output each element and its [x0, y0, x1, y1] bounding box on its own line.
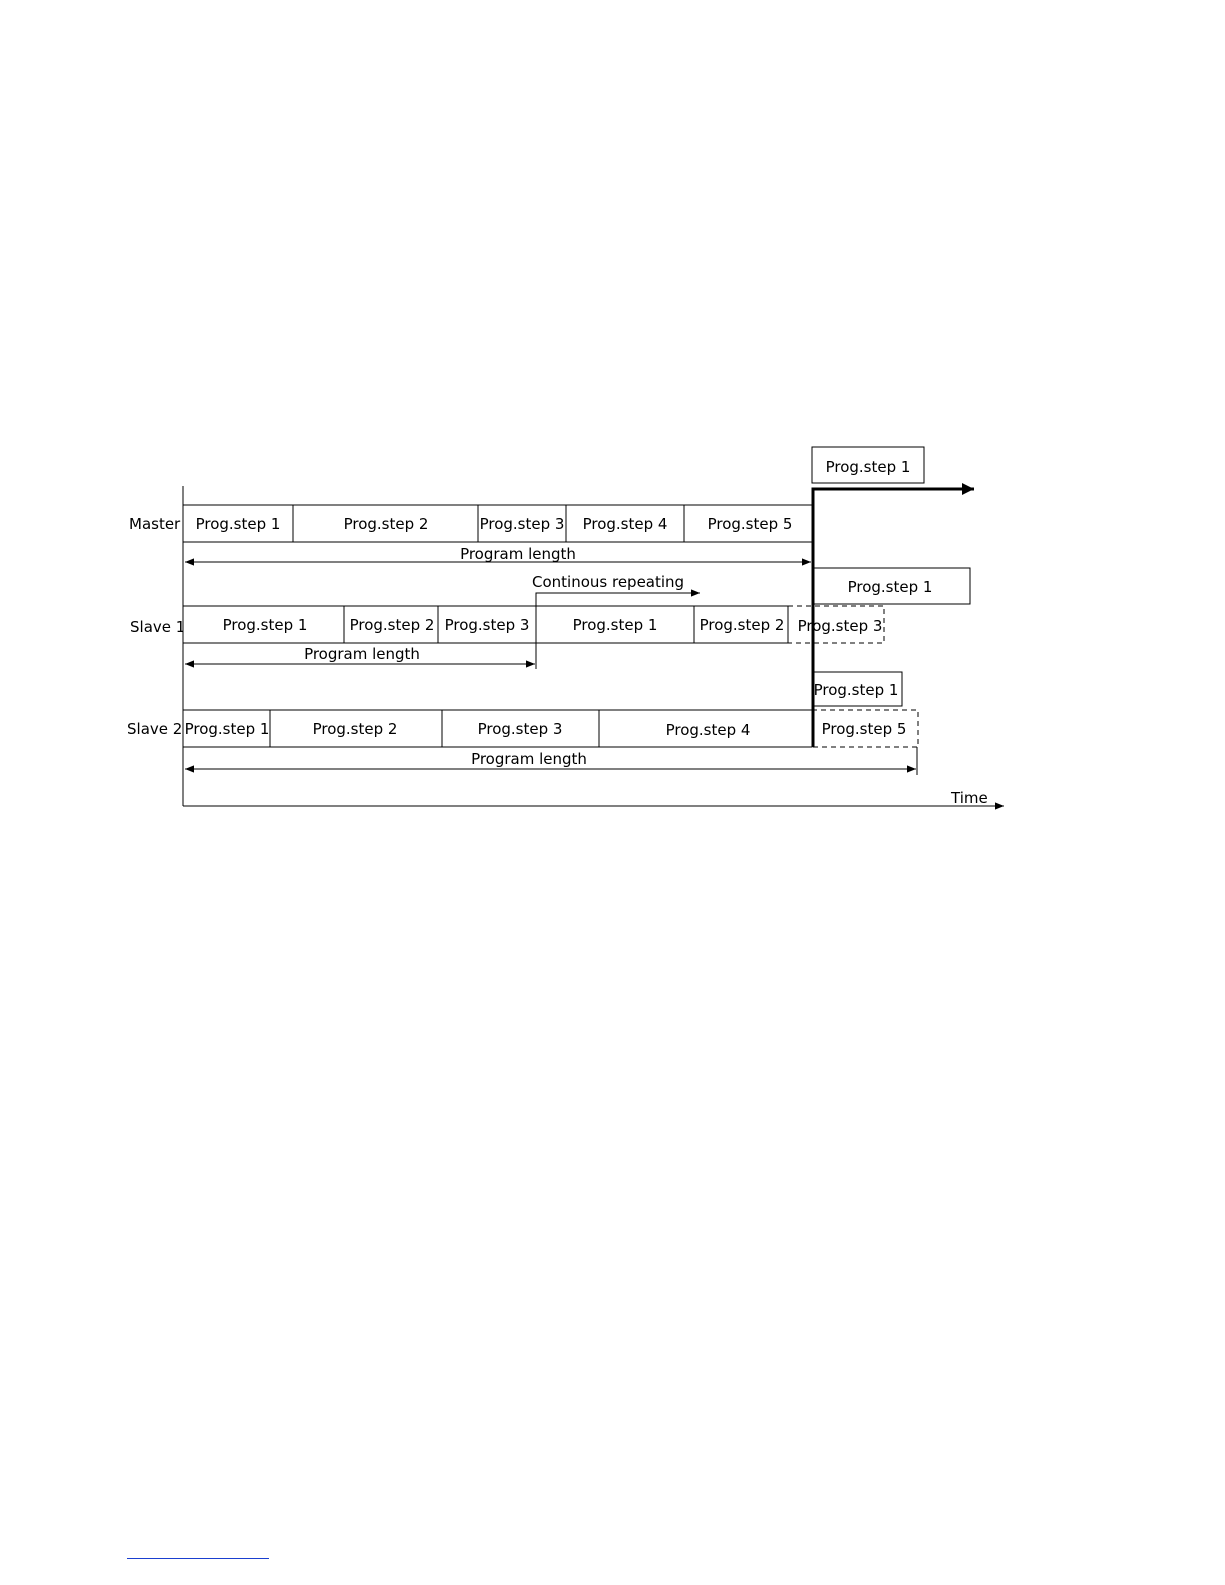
master-next-step-box — [811, 446, 925, 484]
step-label: Prog.step 3 — [798, 617, 883, 635]
step-label: Prog.step 1 — [826, 458, 911, 476]
repeat-label: Continous repeating — [532, 573, 684, 591]
master-sync-line — [811, 483, 974, 747]
slave2-partial-step-box — [811, 709, 919, 748]
step-label: Prog.step 2 — [313, 720, 398, 738]
slave1-track — [182, 605, 789, 644]
footnote-separator — [127, 1558, 269, 1559]
slave2-next-step-box — [811, 671, 903, 707]
step-label: Prog.step 3 — [478, 720, 563, 738]
step-label: Prog.step 1 — [573, 616, 658, 634]
step-label: Prog.step 1 — [185, 720, 270, 738]
slave1-next-step-box — [812, 567, 971, 605]
length-label: Program length — [304, 645, 420, 663]
row-label-slave2: Slave 2 — [127, 720, 182, 738]
row-label-slave1: Slave 1 — [130, 618, 185, 636]
step-label: Prog.step 5 — [708, 515, 793, 533]
step-label: Prog.step 2 — [700, 616, 785, 634]
step-label: Prog.step 1 — [196, 515, 281, 533]
step-label: Prog.step 1 — [814, 681, 899, 699]
time-axis-label: Time — [950, 789, 988, 807]
step-label: Prog.step 3 — [445, 616, 530, 634]
length-label: Program length — [471, 750, 587, 768]
step-label: Prog.step 4 — [666, 721, 751, 739]
step-label: Prog.step 1 — [223, 616, 308, 634]
step-label: Prog.step 1 — [848, 578, 933, 596]
step-label: Prog.step 2 — [344, 515, 429, 533]
step-label: Prog.step 2 — [350, 616, 435, 634]
slave1-partial-step-box — [787, 605, 885, 644]
step-label: Prog.step 5 — [822, 720, 907, 738]
length-label: Program length — [460, 545, 576, 563]
master-track — [182, 504, 814, 543]
step-label: Prog.step 4 — [583, 515, 668, 533]
step-label: Prog.step 3 — [480, 515, 565, 533]
continuous-repeating-arrow — [535, 589, 700, 606]
row-label-master: Master — [129, 515, 181, 533]
